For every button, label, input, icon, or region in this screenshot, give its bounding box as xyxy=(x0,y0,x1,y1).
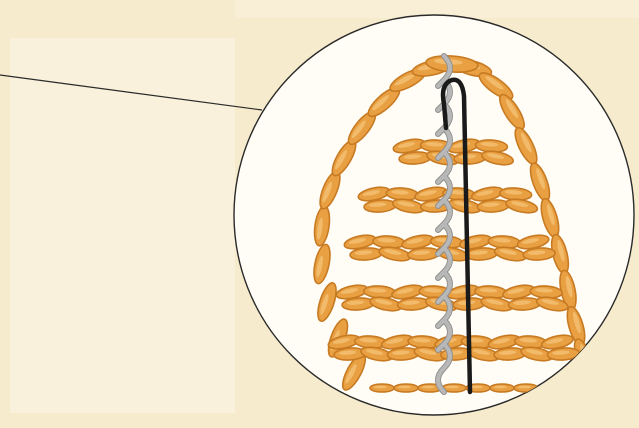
base-loop-1-highlight xyxy=(398,386,411,389)
base-loop-7 xyxy=(538,384,562,392)
base-loop-6-highlight xyxy=(518,386,531,389)
base-loop-2-highlight xyxy=(422,386,435,389)
base-loop-7-highlight xyxy=(542,386,555,389)
base-loop-5-highlight xyxy=(494,386,507,389)
base-loop-3-highlight xyxy=(446,386,459,389)
base-loop-1 xyxy=(394,384,418,392)
base-loop-0 xyxy=(370,384,394,392)
leader-line xyxy=(0,75,262,110)
base-loop-5 xyxy=(490,384,514,392)
base-loop-0-highlight xyxy=(374,386,387,389)
base-loop-7-body xyxy=(538,384,562,392)
